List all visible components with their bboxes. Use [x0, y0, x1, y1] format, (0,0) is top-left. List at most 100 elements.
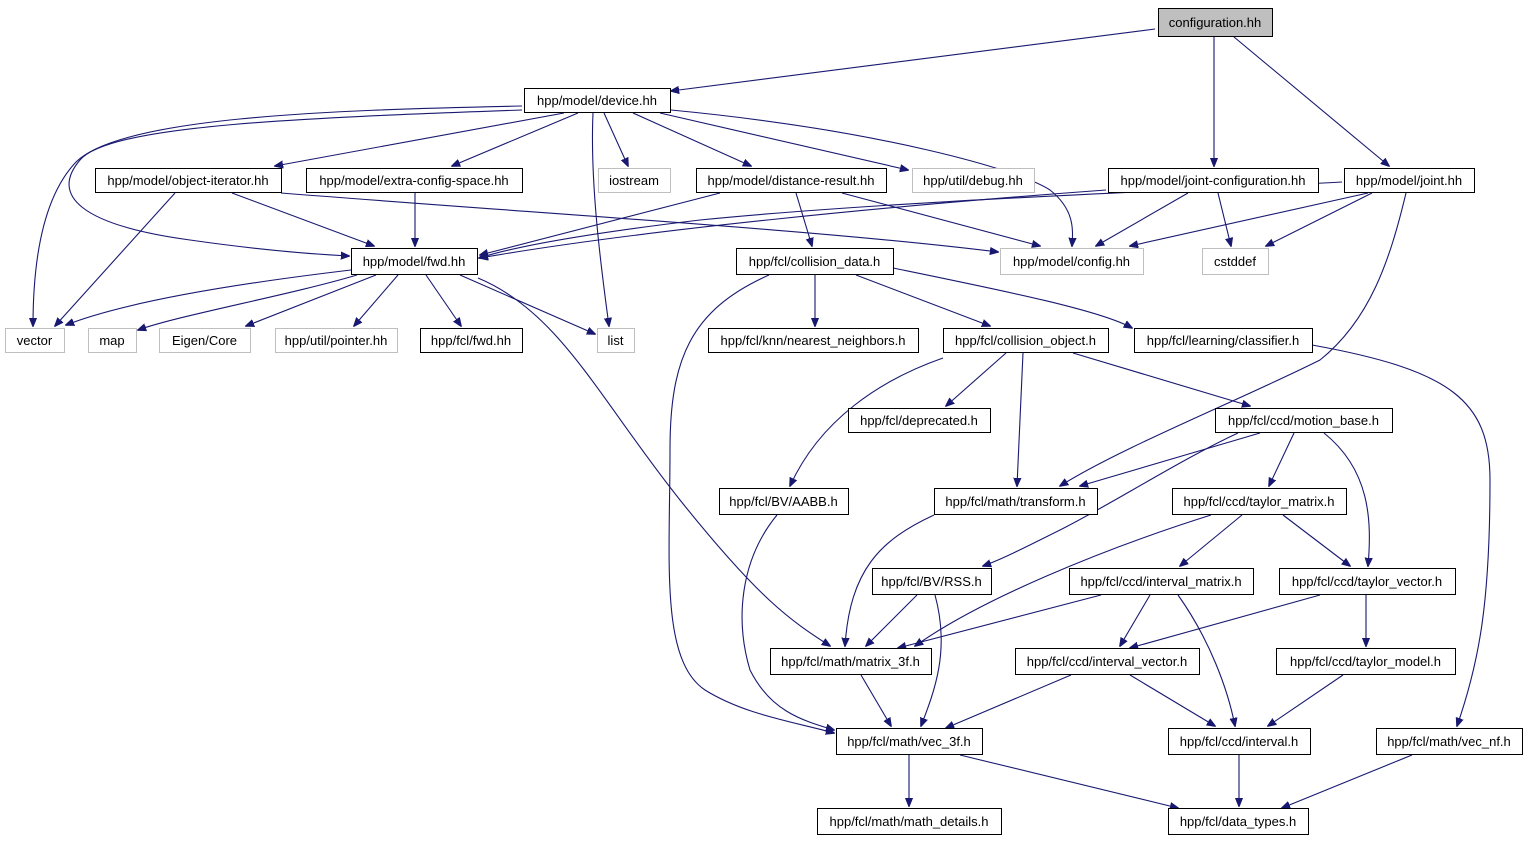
- node-vec3f[interactable]: hpp/fcl/math/vec_3f.h: [836, 728, 983, 755]
- node-label: hpp/fcl/math/vec_nf.h: [1387, 734, 1511, 749]
- node-box[interactable]: [836, 728, 983, 755]
- node-eigen[interactable]: Eigen/Core: [159, 328, 251, 353]
- node-box[interactable]: [872, 568, 992, 595]
- node-box[interactable]: [1168, 808, 1309, 835]
- node-box[interactable]: [1215, 408, 1393, 433]
- node-label: hpp/fcl/fwd.hh: [431, 333, 511, 348]
- node-imatrix[interactable]: hpp/fcl/ccd/interval_matrix.h: [1069, 568, 1254, 595]
- edge-joint-to-transform: [1060, 192, 1407, 486]
- node-box[interactable]: [1069, 568, 1254, 595]
- node-box[interactable]: [1168, 728, 1311, 755]
- node-jointcfg[interactable]: hpp/model/joint-configuration.hh: [1108, 168, 1319, 193]
- node-aabb[interactable]: hpp/fcl/BV/AABB.h: [719, 488, 849, 515]
- node-box[interactable]: [5, 328, 65, 353]
- node-box[interactable]: [817, 808, 1002, 835]
- node-collobj[interactable]: hpp/fcl/collision_object.h: [943, 328, 1109, 353]
- edge-imatrix-to-interval: [1177, 594, 1235, 726]
- edge-motion-to-transform: [1080, 432, 1261, 486]
- node-config[interactable]: hpp/model/config.hh: [1000, 248, 1144, 275]
- node-box[interactable]: [1108, 168, 1319, 193]
- node-objiter[interactable]: hpp/model/object-iterator.hh: [95, 168, 282, 193]
- node-label: iostream: [609, 173, 659, 188]
- edge-fwdhh-to-list: [459, 274, 595, 334]
- node-mathdetails[interactable]: hpp/fcl/math/math_details.h: [817, 808, 1002, 835]
- node-box[interactable]: [306, 168, 523, 193]
- node-box[interactable]: [934, 488, 1098, 515]
- node-box[interactable]: [1015, 648, 1200, 675]
- node-device[interactable]: hpp/model/device.hh: [524, 88, 671, 113]
- node-box[interactable]: [597, 328, 635, 353]
- node-box[interactable]: [1376, 728, 1523, 755]
- edge-jointcfg-to-fwdhh: [480, 189, 1107, 258]
- node-box[interactable]: [848, 408, 991, 433]
- node-box[interactable]: [275, 328, 398, 353]
- node-box[interactable]: [912, 168, 1035, 193]
- node-tmatrix[interactable]: hpp/fcl/ccd/taylor_matrix.h: [1172, 488, 1347, 515]
- node-box[interactable]: [95, 168, 282, 193]
- node-box[interactable]: [420, 328, 523, 353]
- node-box[interactable]: [708, 328, 919, 353]
- node-box[interactable]: [598, 168, 671, 193]
- node-label: hpp/fcl/math/transform.h: [945, 494, 1085, 509]
- node-tmodel[interactable]: hpp/fcl/ccd/taylor_model.h: [1276, 648, 1456, 675]
- node-pointer[interactable]: hpp/util/pointer.hh: [275, 328, 398, 353]
- edge-distres-to-fwdhh: [480, 192, 721, 255]
- node-list[interactable]: list: [597, 328, 635, 353]
- edge-aabb-to-vec3f: [741, 514, 834, 730]
- node-matrix3f[interactable]: hpp/fcl/math/matrix_3f.h: [770, 648, 932, 675]
- node-transform[interactable]: hpp/fcl/math/transform.h: [934, 488, 1098, 515]
- node-vecnf[interactable]: hpp/fcl/math/vec_nf.h: [1376, 728, 1523, 755]
- edge-device-to-list: [591, 112, 609, 326]
- node-box[interactable]: [1276, 648, 1456, 675]
- node-box[interactable]: [1134, 328, 1313, 353]
- node-box[interactable]: [719, 488, 849, 515]
- node-fwdhh[interactable]: hpp/model/fwd.hh: [351, 248, 478, 275]
- node-box[interactable]: [1344, 168, 1475, 193]
- node-box[interactable]: [1172, 488, 1347, 515]
- edge-vec3f-to-datatypes: [959, 754, 1178, 808]
- node-ivector[interactable]: hpp/fcl/ccd/interval_vector.h: [1015, 648, 1200, 675]
- node-box[interactable]: [943, 328, 1109, 353]
- edge-joint-to-fwdhh: [479, 181, 1343, 258]
- edge-fwdhh-to-map: [138, 274, 358, 330]
- node-motion[interactable]: hpp/fcl/ccd/motion_base.h: [1215, 408, 1393, 433]
- node-box[interactable]: [1000, 248, 1144, 275]
- node-datatypes[interactable]: hpp/fcl/data_types.h: [1168, 808, 1309, 835]
- node-cstddef[interactable]: cstddef: [1202, 248, 1269, 275]
- node-iostream[interactable]: iostream: [598, 168, 671, 193]
- node-label: hpp/fcl/ccd/taylor_model.h: [1290, 654, 1441, 669]
- node-box[interactable]: [696, 168, 887, 193]
- node-knn[interactable]: hpp/fcl/knn/nearest_neighbors.h: [708, 328, 919, 353]
- node-joint[interactable]: hpp/model/joint.hh: [1344, 168, 1475, 193]
- node-extra[interactable]: hpp/model/extra-config-space.hh: [306, 168, 523, 193]
- node-box[interactable]: [1202, 248, 1269, 275]
- node-label: hpp/fcl/ccd/interval_vector.h: [1027, 654, 1187, 669]
- node-rss[interactable]: hpp/fcl/BV/RSS.h: [872, 568, 992, 595]
- node-classifier[interactable]: hpp/fcl/learning/classifier.h: [1134, 328, 1313, 353]
- node-distres[interactable]: hpp/model/distance-result.hh: [696, 168, 887, 193]
- edge-motion-to-tmatrix: [1269, 432, 1295, 486]
- node-debug[interactable]: hpp/util/debug.hh: [912, 168, 1035, 193]
- node-vector[interactable]: vector: [5, 328, 65, 353]
- node-colldata[interactable]: hpp/fcl/collision_data.h: [736, 248, 894, 275]
- node-deprecated[interactable]: hpp/fcl/deprecated.h: [848, 408, 991, 433]
- node-box[interactable]: [736, 248, 894, 275]
- node-box[interactable]: [1279, 568, 1456, 595]
- node-tvector[interactable]: hpp/fcl/ccd/taylor_vector.h: [1279, 568, 1456, 595]
- node-box[interactable]: [524, 88, 671, 113]
- edge-device-to-objiter: [275, 112, 565, 166]
- edge-vecnf-to-datatypes: [1282, 754, 1413, 808]
- node-box[interactable]: [351, 248, 478, 275]
- node-configuration[interactable]: configuration.hh: [1158, 8, 1273, 37]
- node-box[interactable]: [1158, 8, 1273, 37]
- node-label: hpp/fcl/BV/RSS.h: [881, 574, 981, 589]
- node-interval[interactable]: hpp/fcl/ccd/interval.h: [1168, 728, 1311, 755]
- node-fclfwd[interactable]: hpp/fcl/fwd.hh: [420, 328, 523, 353]
- edge-device-to-extra: [452, 112, 579, 166]
- node-map[interactable]: map: [88, 328, 137, 353]
- node-box[interactable]: [88, 328, 137, 353]
- node-box[interactable]: [159, 328, 251, 353]
- node-box[interactable]: [770, 648, 932, 675]
- node-label: hpp/fcl/math/math_details.h: [830, 814, 989, 829]
